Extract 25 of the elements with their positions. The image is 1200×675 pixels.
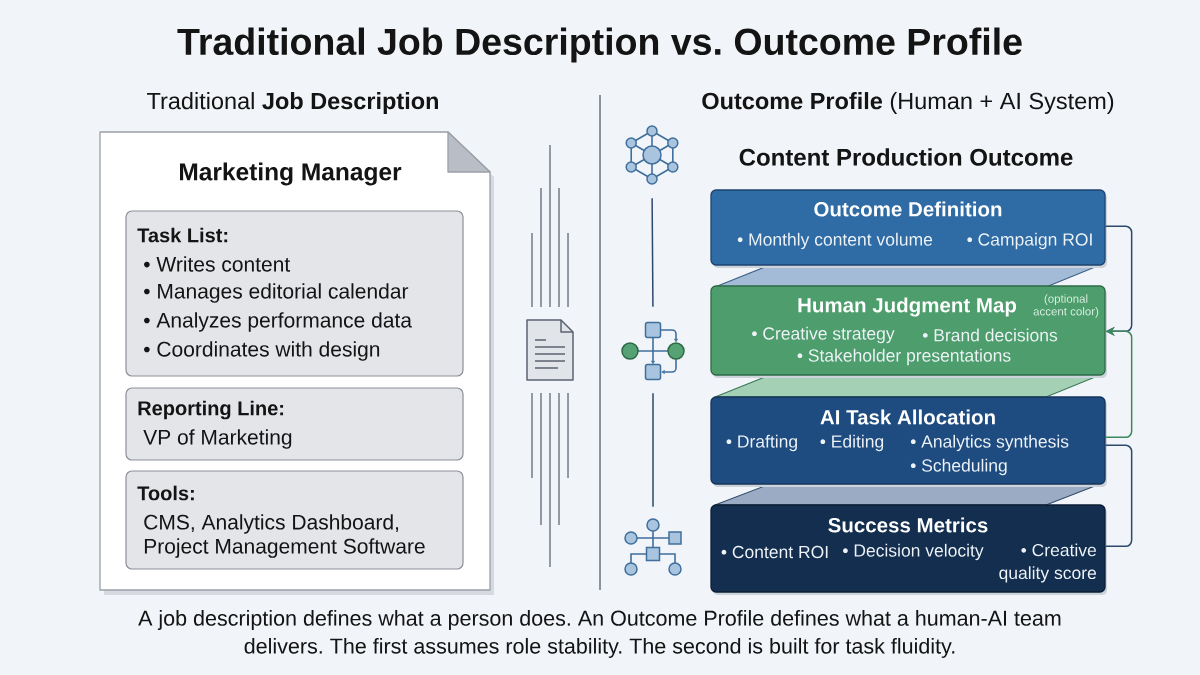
section-heading: Outcome Profile (Human + AI System) (702, 92, 1114, 114)
subheading: Content Production Outcome (739, 148, 1073, 166)
bullet-item: • Decision velocity (843, 543, 984, 561)
hierarchy-icon (624, 518, 682, 576)
bullet-item: • Writes content (144, 256, 291, 272)
box-heading: Tools: (137, 485, 194, 501)
bullet-item: • Coordinates with design (144, 341, 380, 361)
box-text: VP of Marketing (143, 429, 292, 449)
connector-line (652, 392, 654, 508)
box-heading: Reporting Line: (138, 400, 284, 420)
bullet-item: • Manages editorial calendar (144, 283, 409, 303)
bullet-item: • Creative quality score (999, 543, 1096, 583)
flowchart-icon (621, 321, 685, 381)
network-icon (625, 125, 679, 185)
section-heading: Traditional Job Description (147, 92, 438, 114)
bullet-item: • Analyzes performance data (144, 312, 412, 332)
connector-line (1104, 444, 1133, 548)
bullet-item: • Content ROI (721, 545, 828, 559)
connector-line (651, 197, 654, 308)
panel-title: Success Metrics (828, 517, 988, 533)
box-text: CMS, Analytics Dashboard, Project Management Software (144, 514, 425, 558)
heading: Marketing Manager (180, 162, 402, 186)
caption: A job description defines what a person does. An Outcome Profile defines what a human-AI team delivers. The first assumes role stability. The second is built for task fluidity. (138, 610, 1061, 658)
box-heading: Task List: (137, 227, 228, 243)
title: Traditional Job Description vs. Outcome Profile (177, 27, 1022, 63)
